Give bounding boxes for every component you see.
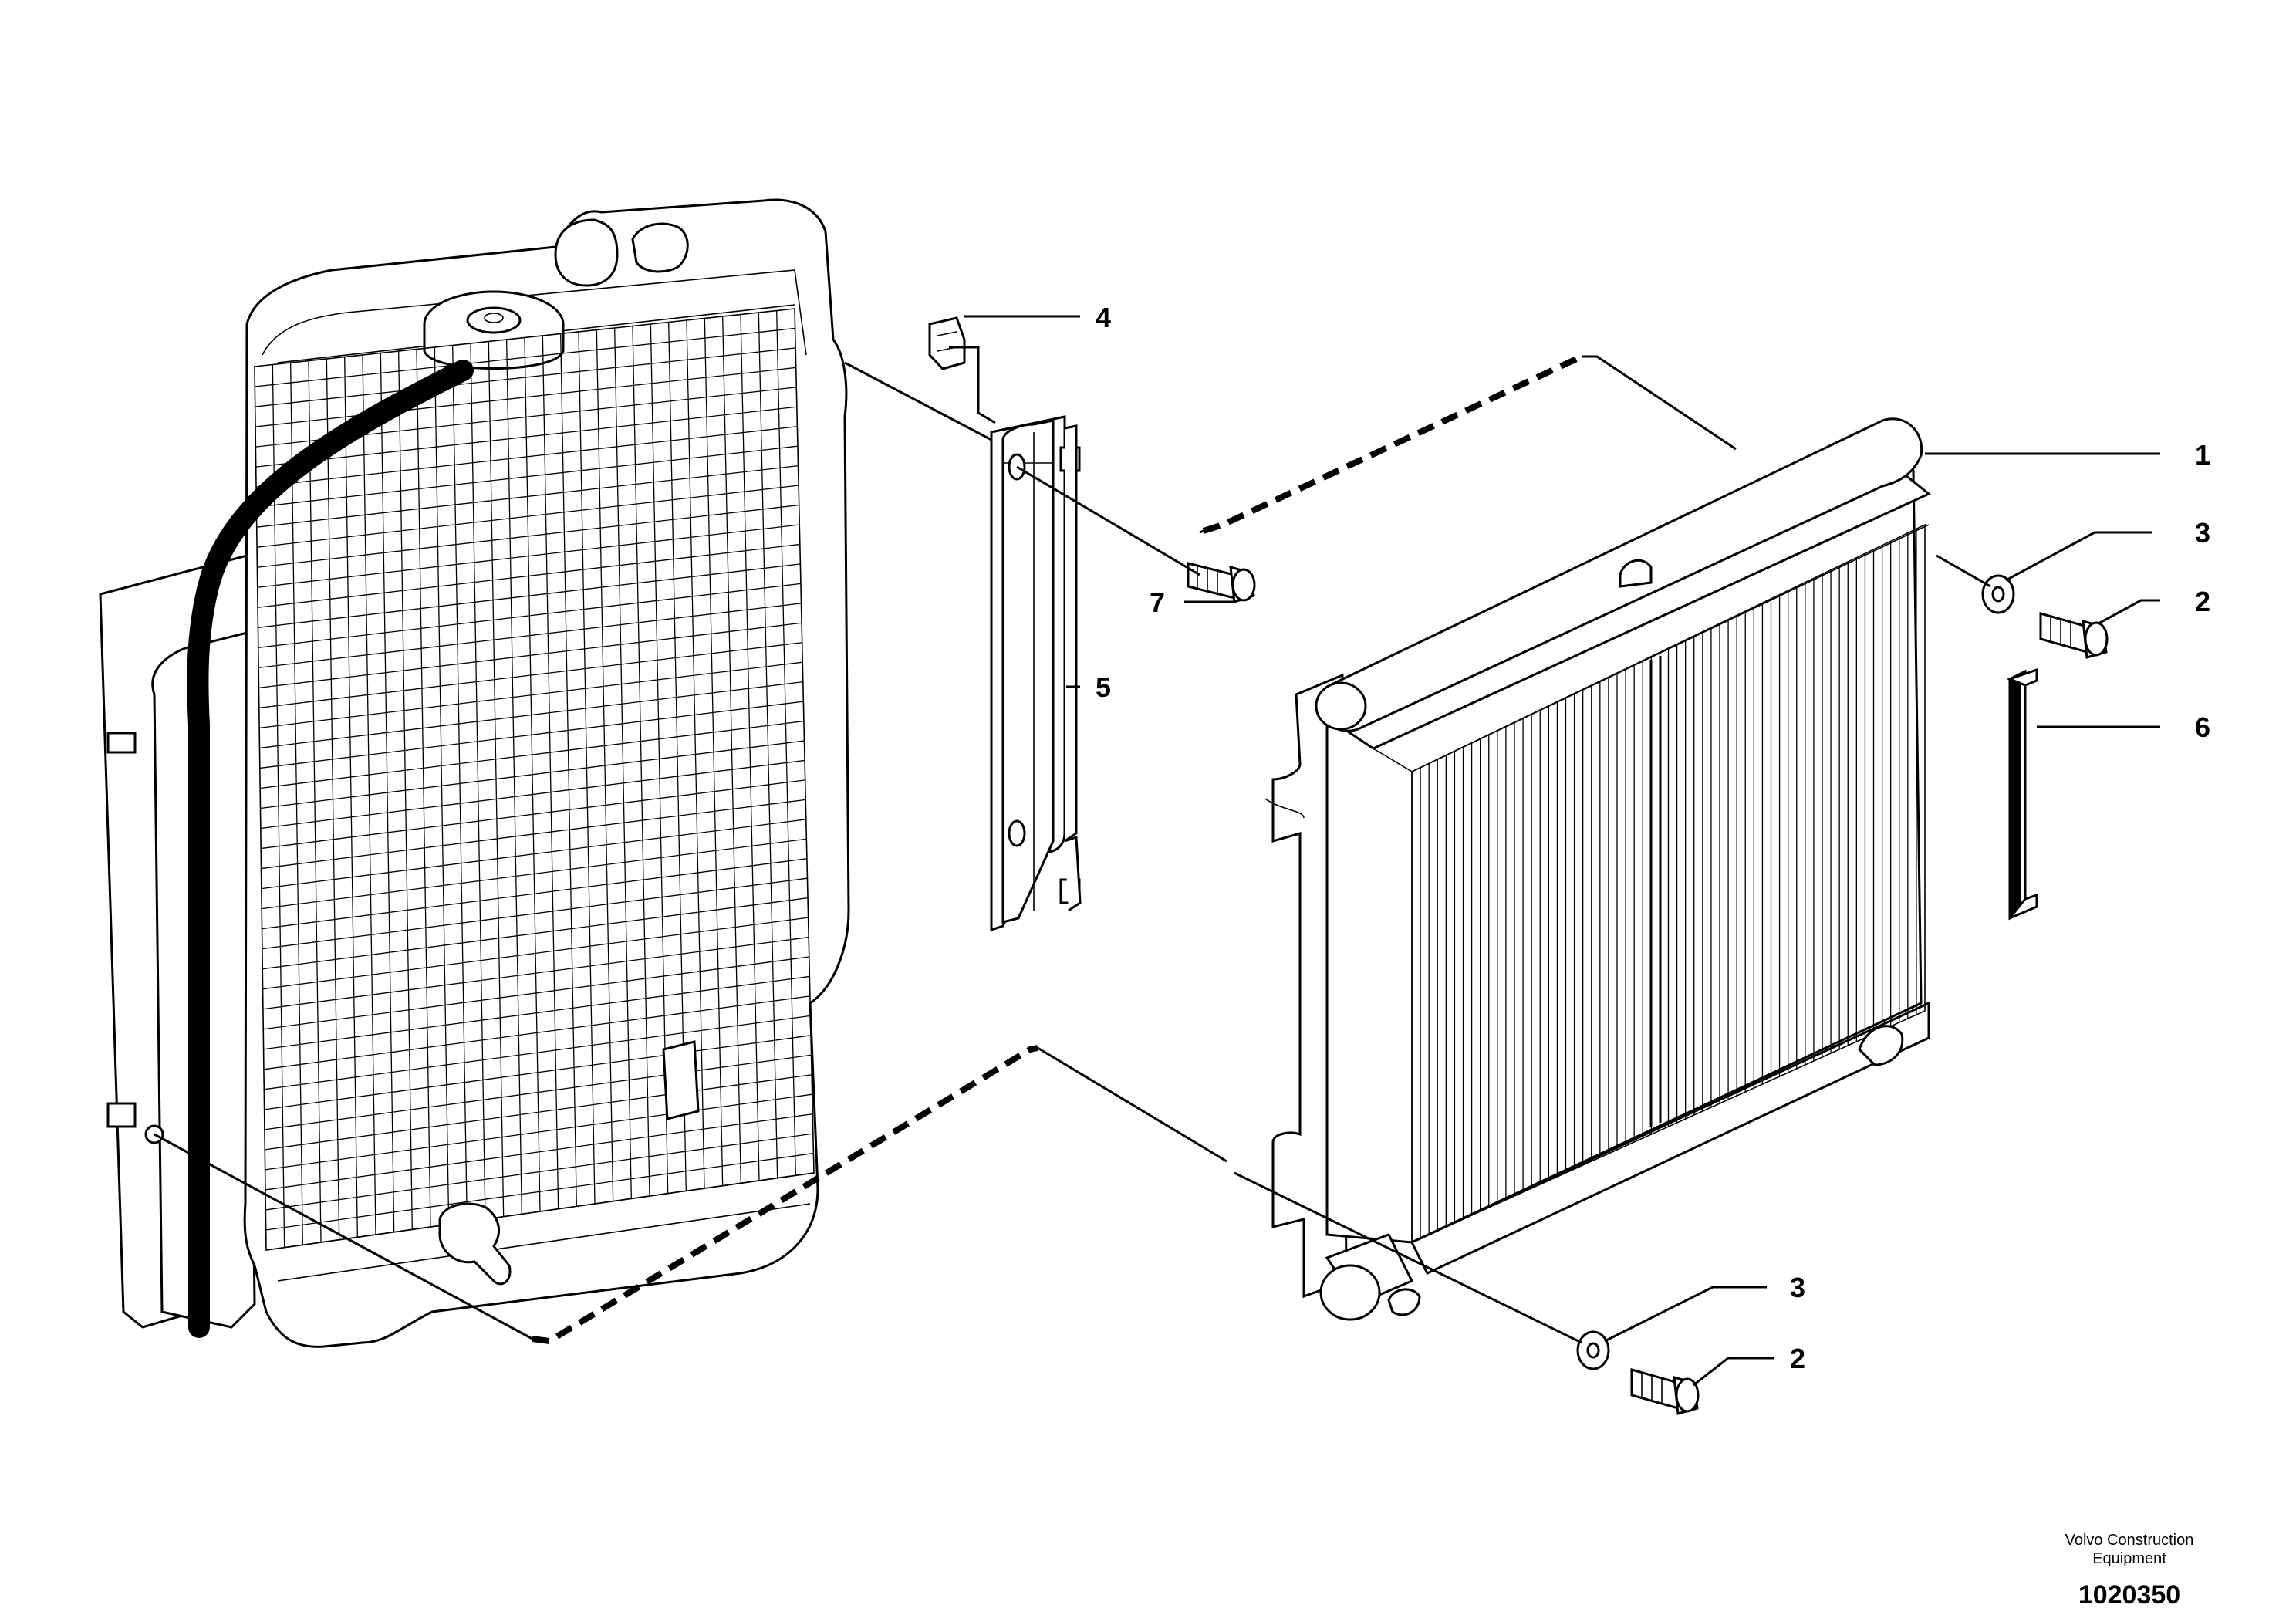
callout-6: 6 — [2195, 711, 2210, 743]
footer: Volvo Construction Equipment 1020350 — [2065, 1532, 2194, 1610]
clip — [928, 316, 966, 370]
callout-5: 5 — [1096, 671, 1111, 703]
callout-2-upper: 2 — [2195, 586, 2210, 617]
right-radiator — [1264, 417, 1931, 1321]
callout-4: 4 — [1096, 302, 1111, 333]
company-name-line2: Equipment — [2092, 1550, 2166, 1567]
callout-7: 7 — [1150, 586, 1165, 618]
assembly-lines — [154, 353, 1991, 1345]
drawing-number: 1020350 — [2078, 1580, 2180, 1610]
company-name-line1: Volvo Construction — [2065, 1532, 2194, 1549]
left-radiator — [99, 198, 850, 1348]
callout-3-upper: 3 — [2195, 517, 2210, 549]
washer-upper — [1981, 574, 2015, 614]
bolt-lower — [1630, 1368, 1700, 1415]
bolt-upper — [2039, 612, 2109, 659]
washer-lower — [1576, 1330, 1610, 1370]
callout-leaders — [949, 315, 2160, 1387]
callout-labels: 1 2 3 4 5 6 7 3 2 — [1096, 302, 2210, 1374]
bolt — [1187, 562, 1256, 603]
mounting-bracket — [990, 415, 1082, 932]
callout-1: 1 — [2195, 439, 2210, 471]
callout-3-lower: 3 — [1790, 1272, 1805, 1303]
callout-2-lower: 2 — [1790, 1343, 1805, 1374]
seal-strip — [2006, 667, 2038, 921]
